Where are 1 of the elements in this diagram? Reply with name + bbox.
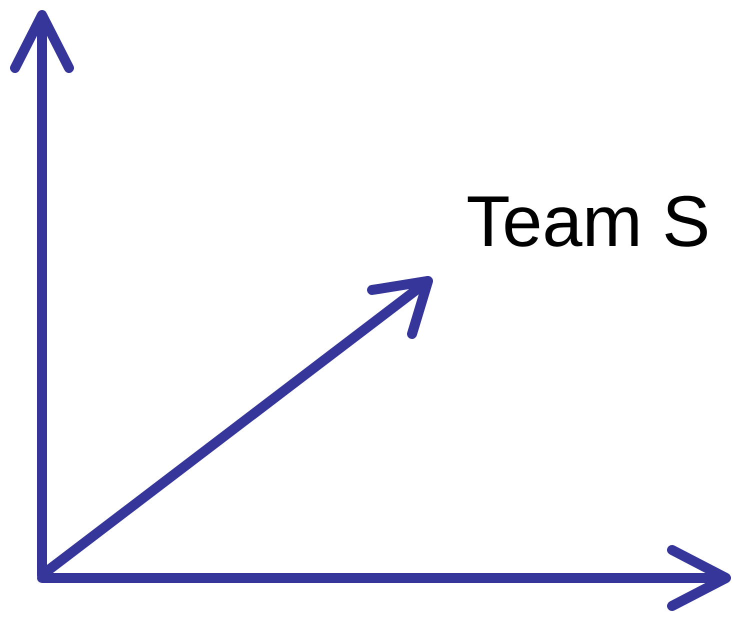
axis-label: Team S (468, 196, 707, 247)
